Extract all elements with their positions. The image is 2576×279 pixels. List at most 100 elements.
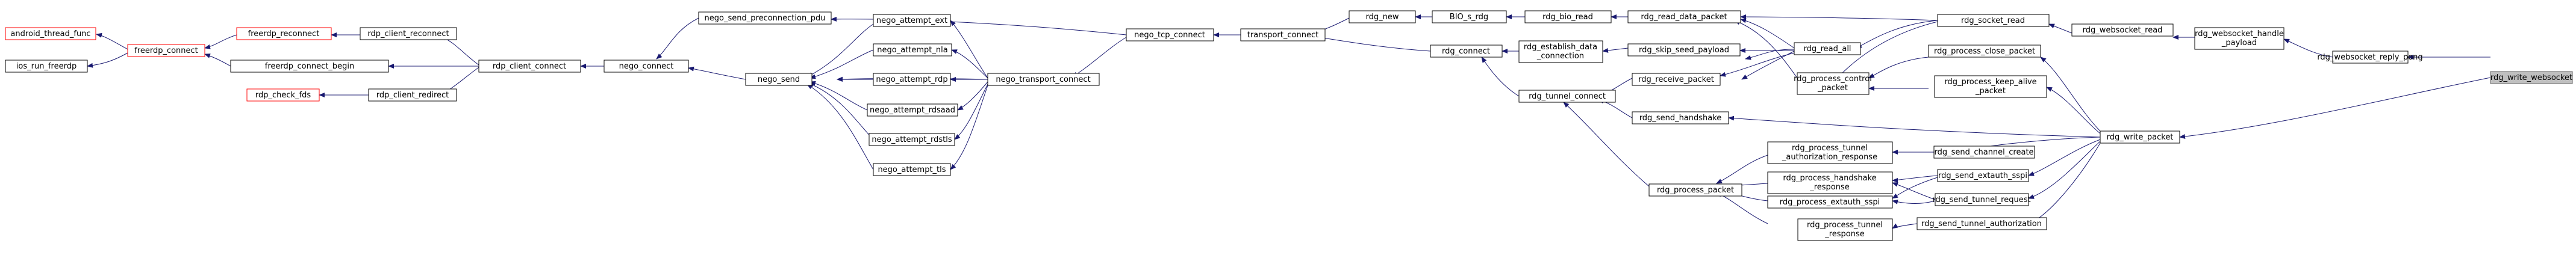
- edge: [1892, 177, 1938, 199]
- node-rdg-receive-packet[interactable]: rdg_receive_packet: [1632, 73, 1721, 86]
- edge: [1481, 57, 1520, 97]
- node-rdg-new[interactable]: rdg_new: [1349, 10, 1416, 23]
- node-nego-attempt-ext[interactable]: nego_attempt_ext: [873, 14, 951, 27]
- node-label: nego_attempt_nla: [877, 46, 947, 55]
- node-nego-transport-connect[interactable]: nego_transport_connect: [987, 73, 1100, 86]
- node-freerdp-connect-begin[interactable]: freerdp_connect_begin: [230, 60, 389, 73]
- node-rdg-connect[interactable]: rdg_connect: [1430, 44, 1503, 58]
- node-label: _connection: [1536, 52, 1584, 61]
- node-label: rdg_send_tunnel_request: [1932, 195, 2030, 204]
- edge: [831, 16, 1127, 35]
- edge: [1716, 155, 1768, 184]
- node-label: rdp_client_redirect: [376, 91, 449, 100]
- node-rdg-process-close-packet[interactable]: rdg_process_close_packet: [1928, 44, 2041, 58]
- edge: [1892, 223, 1918, 229]
- node-label: _response: [1824, 230, 1865, 239]
- node-rdg-process-keep-alive-packet[interactable]: rdg_process_keep_alive _packet: [1934, 75, 2047, 98]
- node-rdg-skip-seed-payload[interactable]: rdg_skip_seed_payload: [1627, 43, 1741, 57]
- node-rdg-websocket-read[interactable]: rdg_websocket_read: [2071, 23, 2174, 37]
- edge: [809, 81, 868, 111]
- node-label: _response: [1809, 183, 1850, 192]
- node-android-thread-func[interactable]: android_thread_func: [5, 27, 96, 40]
- node-rdp-client-reconnect[interactable]: rdp_client_reconnect: [360, 27, 457, 40]
- node-rdg-websocket-handle-payload[interactable]: rdg_websocket_handle _payload: [2194, 27, 2284, 50]
- node-rdg-websocket-reply-pong[interactable]: rdg_websocket_reply_pong: [2317, 51, 2423, 64]
- node-nego-tcp-connect[interactable]: nego_tcp_connect: [1126, 28, 1214, 41]
- node-label: rdg_read_data_packet: [1641, 13, 1727, 22]
- edge: [951, 49, 988, 79]
- node-label: rdg_process_tunnel: [1807, 221, 1883, 230]
- node-rdg-process-tunnel-authorization-response[interactable]: rdg_process_tunnel _authorization_respon…: [1767, 141, 1893, 164]
- node-nego-send-preconnection-pdu[interactable]: nego_send_preconnection_pdu: [698, 11, 832, 25]
- edge: [1311, 34, 1431, 52]
- node-rdg-process-extauth-sspi[interactable]: rdg_process_extauth_sspi: [1767, 195, 1893, 209]
- node-freerdp-connect[interactable]: freerdp_connect: [127, 44, 205, 57]
- node-rdg-process-packet[interactable]: rdg_process_packet: [1648, 183, 1742, 197]
- edge: [1856, 20, 1938, 49]
- node-label: nego_connect: [619, 62, 674, 71]
- node-rdg-socket-read[interactable]: rdg_socket_read: [1937, 14, 2050, 27]
- node-rdg-read-data-packet[interactable]: rdg_read_data_packet: [1627, 10, 1741, 23]
- edge: [2046, 87, 2101, 134]
- node-ios-run-freerdp[interactable]: ios_run_freerdp: [5, 60, 88, 73]
- edge: [1741, 51, 1795, 80]
- node-label: rdg_send_channel_create: [1934, 148, 2033, 157]
- node-label: rdg_write_websocket: [2490, 73, 2572, 82]
- node-label: rdg_websocket_reply_pong: [2317, 53, 2422, 62]
- edge: [2028, 141, 2101, 199]
- node-nego-connect[interactable]: nego_connect: [603, 60, 689, 73]
- node-label: rdg_send_extauth_sspi: [1938, 171, 2027, 180]
- node-nego-attempt-rdstls[interactable]: nego_attempt_rdstls: [869, 133, 955, 146]
- edge: [957, 81, 988, 111]
- node-label: rdg_receive_packet: [1638, 75, 1714, 84]
- node-rdg-bio-read[interactable]: rdg_bio_read: [1524, 10, 1612, 23]
- node-transport-connect[interactable]: transport_connect: [1240, 28, 1326, 41]
- node-label: freerdp_reconnect: [248, 29, 320, 38]
- node-label: BIO_s_rdg: [1450, 13, 1488, 22]
- edge: [87, 52, 128, 68]
- edge: [950, 85, 988, 170]
- node-rdg-send-tunnel-authorization[interactable]: rdg_send_tunnel_authorization: [1916, 217, 2047, 230]
- node-rdg-write-packet[interactable]: rdg_write_packet: [2100, 130, 2180, 144]
- node-label: android_thread_func: [10, 29, 90, 38]
- node-label: rdg_skip_seed_payload: [1639, 46, 1729, 55]
- node-label: rdg_new: [1366, 13, 1399, 22]
- node-rdg-send-handshake[interactable]: rdg_send_handshake: [1632, 111, 1729, 124]
- node-label: _payload: [2221, 38, 2257, 48]
- node-label: transport_connect: [1247, 31, 1318, 40]
- node-rdg-send-extauth-sspi[interactable]: rdg_send_extauth_sspi: [1937, 169, 2029, 182]
- edge: [1563, 102, 1650, 187]
- node-rdg-write-websocket[interactable]: rdg_write_websocket: [2490, 71, 2573, 84]
- edge: [1728, 115, 2101, 138]
- node-rdg-establish-data-connection[interactable]: rdg_establish_data _connection: [1518, 40, 1603, 63]
- edge: [2028, 143, 2101, 224]
- edge: [96, 32, 128, 50]
- node-rdg-process-handshake-response[interactable]: rdg_process_handshake _response: [1767, 171, 1893, 194]
- node-label: freerdp_connect: [134, 46, 198, 55]
- node-rdg-process-tunnel-response[interactable]: rdg_process_tunnel _response: [1797, 218, 1893, 241]
- node-nego-attempt-tls[interactable]: nego_attempt_tls: [873, 163, 951, 176]
- node-rdg-send-tunnel-request[interactable]: rdg_send_tunnel_request: [1932, 193, 2031, 206]
- node-rdp-client-connect[interactable]: rdp_client_connect: [478, 60, 581, 73]
- node-label: nego_attempt_rdstls: [872, 135, 952, 144]
- node-label: rdg_websocket_read: [2083, 26, 2163, 35]
- call-graph-nodes: android_thread_func ios_run_freerdp free…: [5, 10, 2573, 241]
- node-freerdp-reconnect[interactable]: freerdp_reconnect: [236, 27, 332, 40]
- node-rdg-send-channel-create[interactable]: rdg_send_channel_create: [1933, 146, 2035, 159]
- node-rdg-read-all[interactable]: rdg_read_all: [1794, 42, 1861, 55]
- node-label: nego_attempt_rdp: [876, 75, 947, 84]
- node-label: rdg_write_packet: [2107, 133, 2174, 142]
- node-label: rdg_process_keep_alive: [1944, 78, 2036, 87]
- node-bio-s-rdg[interactable]: BIO_s_rdg: [1432, 10, 1507, 23]
- node-nego-attempt-rdp[interactable]: nego_attempt_rdp: [873, 73, 951, 86]
- node-rdp-check-fds[interactable]: rdp_check_fds: [246, 88, 320, 102]
- node-label: rdg_process_extauth_sspi: [1780, 198, 1880, 207]
- node-rdp-client-redirect[interactable]: rdp_client_redirect: [368, 88, 457, 102]
- node-nego-attempt-rdsaad[interactable]: nego_attempt_rdsaad: [867, 103, 958, 117]
- node-nego-send[interactable]: nego_send: [745, 73, 812, 86]
- edge: [2179, 77, 2491, 139]
- node-rdg-process-control-packet[interactable]: rdg_process_control _packet: [1794, 72, 1872, 95]
- edge: [2048, 23, 2072, 34]
- node-rdg-tunnel-connect[interactable]: rdg_tunnel_connect: [1518, 90, 1616, 103]
- node-nego-attempt-nla[interactable]: nego_attempt_nla: [873, 43, 952, 57]
